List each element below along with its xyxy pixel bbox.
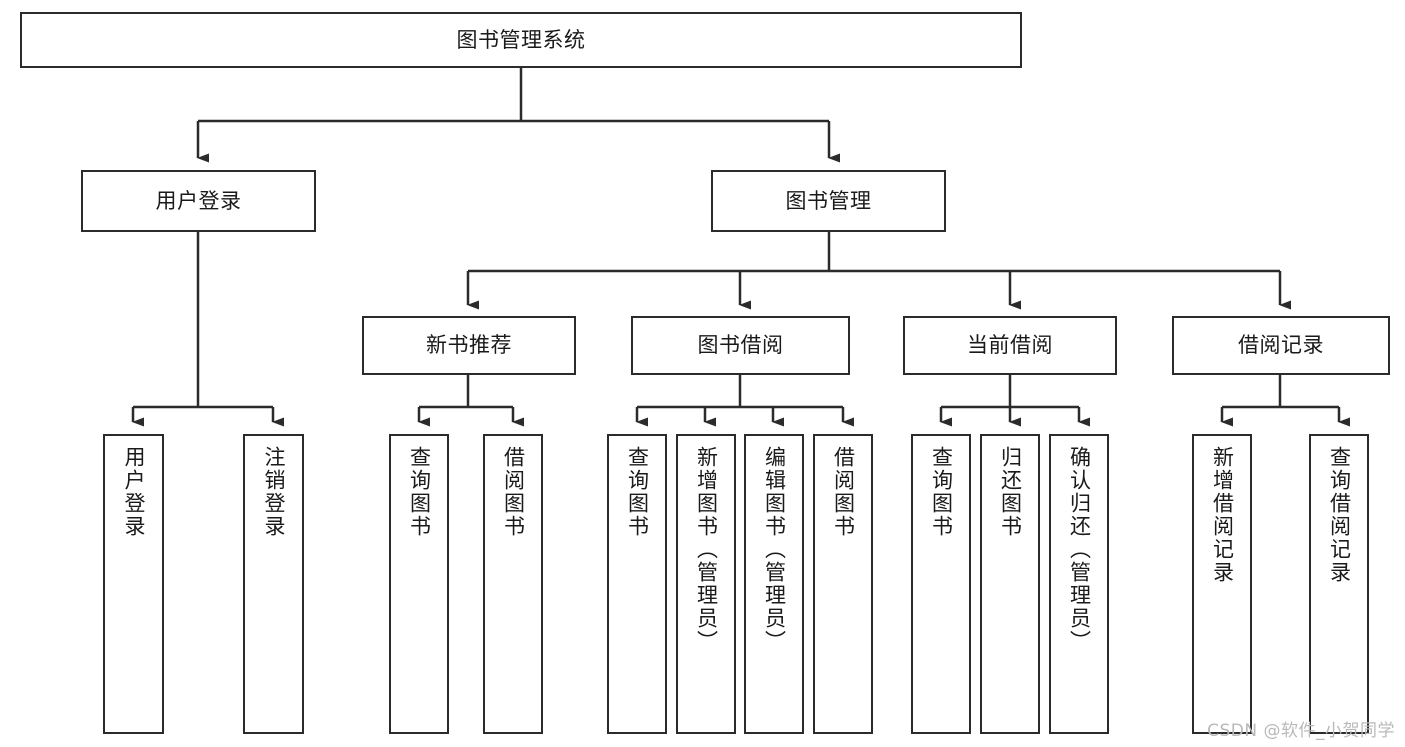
leaf-book-borrow-1-label: 查询图书 — [625, 446, 650, 538]
node-root[interactable]: 图书管理系统 — [20, 12, 1022, 68]
leaf-current-borrow-1-label: 查询图书 — [929, 446, 954, 538]
node-borrow-record-label: 借阅记录 — [1238, 333, 1324, 358]
node-borrow-record[interactable]: 借阅记录 — [1172, 316, 1390, 375]
node-user-login-label: 用户登录 — [155, 188, 242, 213]
leaf-book-borrow-4[interactable]: 借阅图书 — [813, 434, 873, 734]
leaf-current-borrow-3[interactable]: 确认归还（管理员） — [1049, 434, 1109, 734]
leaf-new-book-1-label: 查询图书 — [407, 446, 432, 538]
leaf-current-borrow-2[interactable]: 归还图书 — [980, 434, 1040, 734]
leaf-book-borrow-2[interactable]: 新增图书（管理员） — [676, 434, 736, 734]
leaf-user-login-2-label: 注销登录 — [262, 446, 286, 538]
node-book-borrow-label: 图书借阅 — [697, 333, 784, 358]
node-new-book-label: 新书推荐 — [426, 333, 512, 358]
leaf-new-book-2-label: 借阅图书 — [501, 446, 526, 538]
leaf-book-borrow-3-label: 编辑图书（管理员） — [762, 446, 787, 653]
leaf-current-borrow-3-label: 确认归还（管理员） — [1067, 446, 1092, 653]
leaf-current-borrow-2-label: 归还图书 — [998, 446, 1023, 538]
leaf-borrow-record-2-label: 查询借阅记录 — [1327, 446, 1352, 584]
leaf-new-book-1[interactable]: 查询图书 — [389, 434, 449, 734]
node-book-borrow[interactable]: 图书借阅 — [631, 316, 850, 375]
leaf-user-login-1-label: 用户登录 — [122, 446, 146, 538]
leaf-book-borrow-1[interactable]: 查询图书 — [607, 434, 667, 734]
leaf-borrow-record-1-label: 新增借阅记录 — [1210, 446, 1235, 584]
leaf-borrow-record-2[interactable]: 查询借阅记录 — [1309, 434, 1369, 734]
node-current-borrow-label: 当前借阅 — [967, 333, 1053, 358]
leaf-book-borrow-4-label: 借阅图书 — [831, 446, 856, 538]
leaf-book-borrow-2-label: 新增图书（管理员） — [694, 446, 719, 653]
leaf-current-borrow-1[interactable]: 查询图书 — [911, 434, 971, 734]
node-current-borrow[interactable]: 当前借阅 — [903, 316, 1117, 375]
leaf-user-login-1[interactable]: 用户登录 — [103, 434, 164, 734]
leaf-borrow-record-1[interactable]: 新增借阅记录 — [1192, 434, 1252, 734]
node-root-label: 图书管理系统 — [456, 27, 586, 52]
leaf-book-borrow-3[interactable]: 编辑图书（管理员） — [744, 434, 804, 734]
node-book-manage-label: 图书管理 — [785, 188, 872, 213]
leaf-user-login-2[interactable]: 注销登录 — [243, 434, 304, 734]
node-book-manage[interactable]: 图书管理 — [711, 170, 946, 232]
node-user-login[interactable]: 用户登录 — [81, 170, 316, 232]
node-new-book[interactable]: 新书推荐 — [362, 316, 576, 375]
leaf-new-book-2[interactable]: 借阅图书 — [483, 434, 543, 734]
